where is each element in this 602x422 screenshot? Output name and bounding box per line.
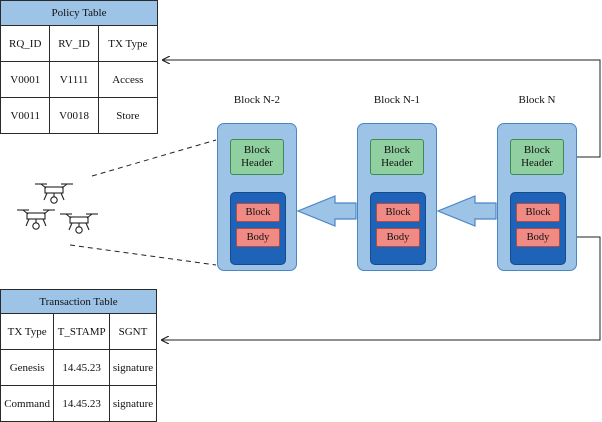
connector-line-transaction xyxy=(162,236,601,340)
transaction-header-cell: SGNT xyxy=(108,313,158,350)
policy-cell: Store xyxy=(97,97,159,134)
connector-line-policy xyxy=(163,60,601,158)
block-body-container: Block Body xyxy=(230,192,286,265)
transaction-cell: signature xyxy=(108,385,158,422)
transaction-table-title: Transaction Table xyxy=(0,289,157,314)
block-arrow-left-1 xyxy=(296,195,357,227)
block-arrow-left-2 xyxy=(436,195,497,227)
block-header-line: Header xyxy=(241,157,273,169)
block-label-n-1: Block N-1 xyxy=(373,94,421,106)
block-body-item: Block xyxy=(376,203,420,222)
transaction-cell: 14.45.23 xyxy=(53,385,110,422)
block-body-item: Block xyxy=(236,203,280,222)
block-header-line: Block xyxy=(523,144,551,156)
policy-cell: V0011 xyxy=(0,97,51,134)
policy-cell: V0001 xyxy=(0,61,51,98)
policy-table: Policy Table RQ_ID RV_ID TX Type V0001 V… xyxy=(0,0,159,134)
block-header-line: Block xyxy=(243,144,271,156)
transaction-cell: Genesis xyxy=(0,349,55,386)
dashed-line-top xyxy=(91,139,217,177)
transaction-cell: 14.45.23 xyxy=(53,349,110,386)
block-label-n: Block N xyxy=(518,94,556,106)
table-row: V0001 V1111 Access xyxy=(0,61,159,98)
policy-header-cell: RV_ID xyxy=(49,25,99,62)
transaction-header-cell: TX Type xyxy=(0,313,55,350)
drone-icon xyxy=(60,213,98,234)
transaction-table: Transaction Table TX Type T_STAMP SGNT G… xyxy=(0,289,158,422)
table-row: Genesis 14.45.23 signature xyxy=(0,349,158,386)
table-row: V0011 V0018 Store xyxy=(0,97,159,134)
block-body-item: Body xyxy=(236,228,280,247)
policy-cell: V0018 xyxy=(49,97,99,134)
policy-table-title: Policy Table xyxy=(0,0,158,26)
dashed-line-bottom xyxy=(69,244,217,266)
block-body-item: Body xyxy=(376,228,420,247)
block-header-line: Header xyxy=(521,157,553,169)
block-label-n-2: Block N-2 xyxy=(233,94,281,106)
block-body-container: Block Body xyxy=(370,192,426,265)
policy-cell: Access xyxy=(97,61,159,98)
drone-icon xyxy=(17,209,55,230)
drone-icon xyxy=(35,183,73,204)
block-body-item: Body xyxy=(516,228,560,247)
block-body-container: Block Body xyxy=(510,192,566,265)
table-row: Command 14.45.23 signature xyxy=(0,385,158,422)
block-body-item: Block xyxy=(516,203,560,222)
block-header-line: Block xyxy=(383,144,411,156)
transaction-header-cell: T_STAMP xyxy=(53,313,110,350)
block-header-line: Header xyxy=(381,157,413,169)
policy-header-cell: RQ_ID xyxy=(0,25,51,62)
